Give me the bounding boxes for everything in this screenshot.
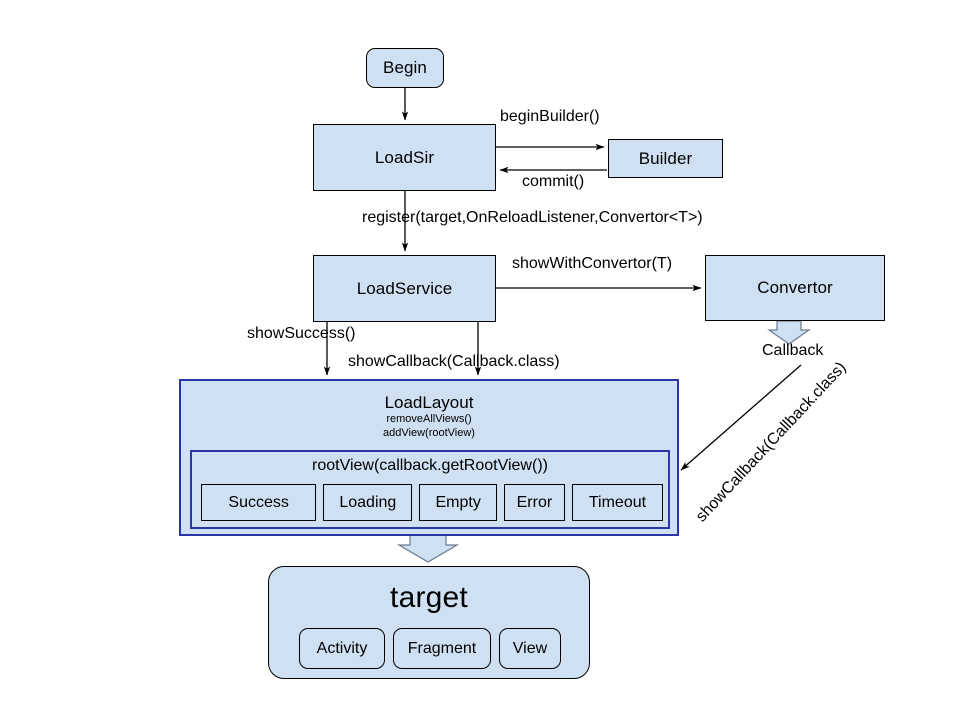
state-chip-success[interactable]: Success: [201, 484, 317, 521]
state-chip-error-label: Error: [516, 493, 553, 511]
node-loadlayout-title: LoadLayout: [384, 393, 474, 412]
node-loadsir[interactable]: LoadSir: [313, 124, 496, 191]
state-chip-timeout-label: Timeout: [588, 493, 647, 511]
edge-label-show-callback-class: showCallback(Callback.class): [348, 353, 560, 370]
block-arrow-convertor-callback: [767, 320, 811, 345]
node-loadsir-label: LoadSir: [374, 147, 435, 167]
node-convertor-label: Convertor: [757, 278, 833, 298]
target-chip-fragment-label: Fragment: [407, 639, 477, 657]
state-chip-row: Success Loading Empty Error Timeout: [201, 484, 663, 521]
node-begin[interactable]: Begin: [366, 48, 444, 88]
state-chip-empty[interactable]: Empty: [419, 484, 497, 521]
state-chip-empty-label: Empty: [435, 493, 481, 511]
edge-label-commit: commit(): [522, 173, 585, 190]
node-loadlayout[interactable]: LoadLayout removeAllViews() addView(root…: [179, 379, 679, 536]
target-chip-view[interactable]: View: [499, 628, 561, 669]
state-chip-loading-label: Loading: [339, 493, 397, 511]
state-chip-success-label: Success: [228, 493, 289, 511]
node-target[interactable]: target Activity Fragment View: [268, 566, 590, 679]
node-loadlayout-sub-removeallviews: removeAllViews(): [386, 413, 472, 425]
edge-label-show-success: showSuccess(): [247, 325, 356, 342]
node-rootview-label: rootView(callback.getRootView()): [312, 457, 548, 474]
edge-label-callback-to-rootview: showCallback(Callback.class): [692, 358, 850, 526]
target-chip-fragment[interactable]: Fragment: [393, 628, 491, 669]
state-chip-loading[interactable]: Loading: [323, 484, 413, 521]
target-chip-activity[interactable]: Activity: [299, 628, 385, 669]
edge-label-register: register(target,OnReloadListener,Convert…: [362, 209, 703, 226]
node-builder-label: Builder: [638, 148, 693, 168]
node-rootview[interactable]: rootView(callback.getRootView()) Success…: [190, 450, 670, 529]
edge-label-callback: Callback: [762, 342, 824, 359]
node-builder[interactable]: Builder: [608, 139, 723, 178]
edge-label-begin-builder: beginBuilder(): [500, 108, 600, 125]
node-begin-label: Begin: [383, 58, 427, 78]
state-chip-error[interactable]: Error: [503, 484, 565, 521]
target-chip-activity-label: Activity: [316, 639, 368, 657]
node-loadservice[interactable]: LoadService: [313, 255, 496, 322]
state-chip-timeout[interactable]: Timeout: [571, 484, 663, 521]
node-loadservice-label: LoadService: [356, 278, 453, 298]
target-chip-row: Activity Fragment View: [299, 628, 561, 669]
target-chip-view-label: View: [512, 639, 548, 657]
node-convertor[interactable]: Convertor: [705, 255, 885, 321]
node-target-title: target: [390, 581, 468, 614]
edge-label-show-with-convertor: showWithConvertor(T): [512, 255, 673, 272]
node-loadlayout-sub-addview: addView(rootView): [383, 426, 475, 439]
